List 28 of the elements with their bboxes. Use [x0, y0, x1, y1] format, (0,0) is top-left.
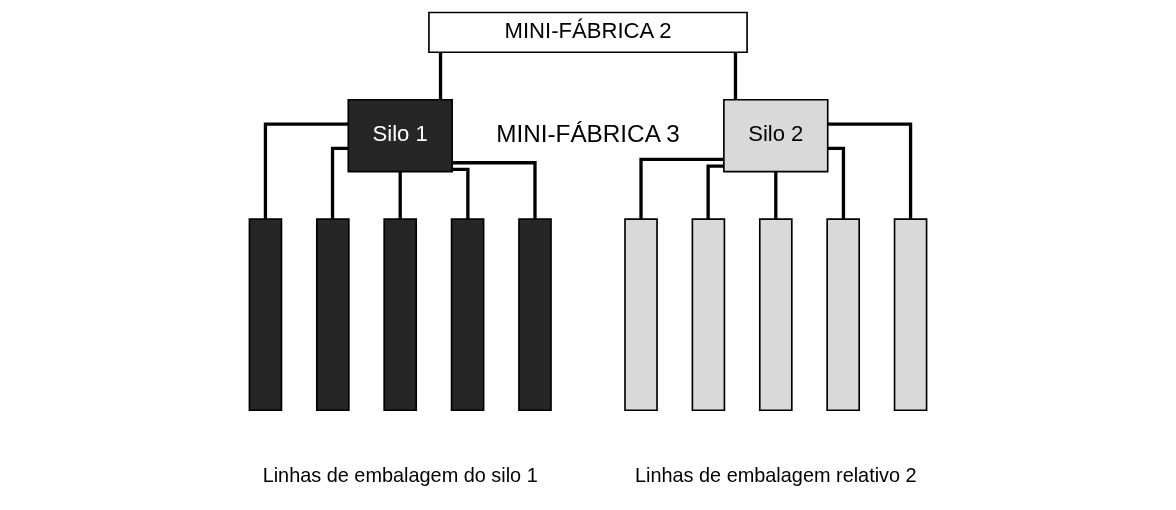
node-box: Silo 1	[347, 98, 453, 173]
connector	[452, 161, 537, 219]
node-bar	[518, 218, 552, 412]
node-bar	[826, 218, 861, 412]
connector	[827, 146, 846, 219]
node-box: MINI-FÁBRICA 2	[428, 11, 748, 54]
node-bar	[893, 218, 928, 412]
connector	[639, 157, 724, 219]
node-bar	[450, 218, 485, 412]
node-bar	[691, 218, 726, 412]
node-bar	[383, 218, 418, 412]
connector	[774, 171, 778, 219]
node-box: Silo 2	[723, 98, 829, 173]
node-bar	[624, 218, 658, 412]
connector	[438, 52, 443, 100]
connector	[452, 167, 470, 219]
node-bar	[758, 218, 793, 412]
label: MINI-FÁBRICA 3	[496, 119, 680, 147]
label: Linhas de embalagem do silo 1	[262, 464, 538, 487]
connector	[827, 122, 913, 220]
connector	[330, 146, 349, 219]
label: Linhas de embalagem relativo 2	[634, 464, 917, 487]
connector	[706, 164, 724, 219]
connector	[263, 122, 349, 220]
connector	[398, 171, 402, 219]
node-bar	[315, 218, 350, 412]
node-bar	[248, 218, 283, 412]
connector	[733, 52, 738, 100]
